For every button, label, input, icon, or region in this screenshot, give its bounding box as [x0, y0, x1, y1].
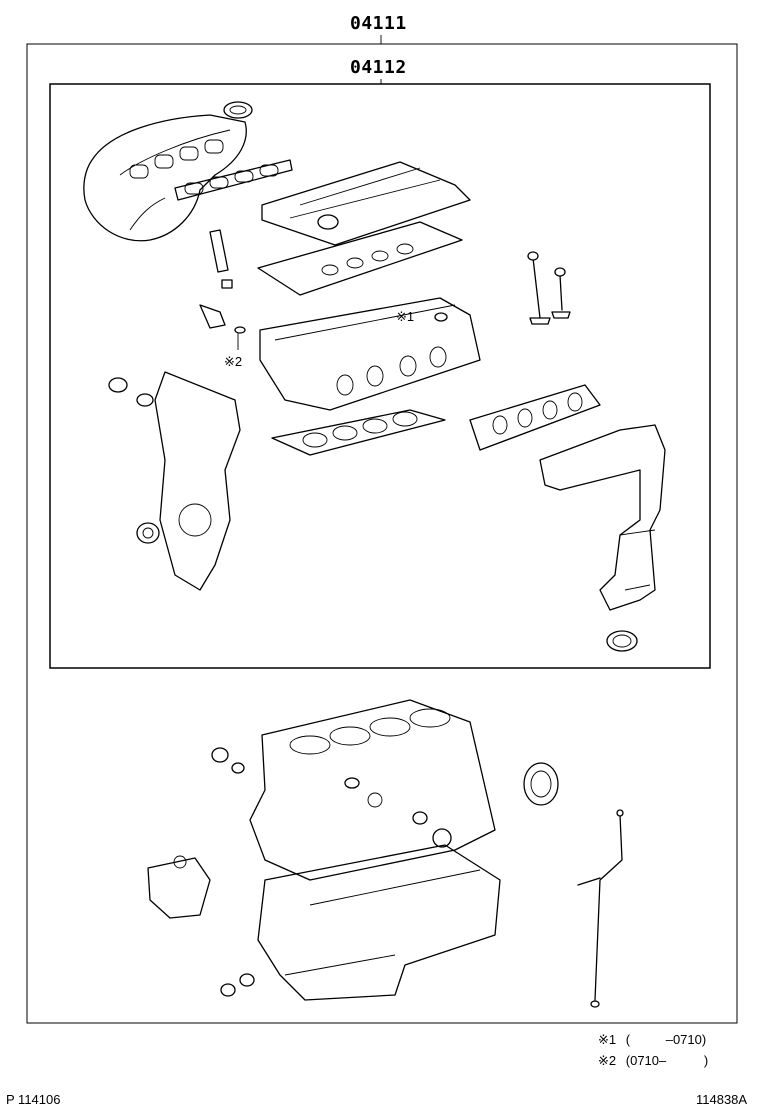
cylinder-block[interactable]	[249, 699, 496, 881]
page-reference: P 114106	[6, 1092, 61, 1107]
intake-manifold-gasket[interactable]	[174, 159, 293, 201]
lower-seals[interactable]	[211, 747, 255, 997]
note-1-range: –0710)	[665, 1032, 707, 1047]
callout-mark-2[interactable]: ※2	[224, 354, 243, 369]
note-1-mark: ※1	[598, 1032, 617, 1047]
cylinder-head-gasket[interactable]	[271, 409, 446, 456]
illustration-reference: 114838A	[696, 1092, 748, 1107]
cylinder-head[interactable]	[259, 297, 481, 411]
note-2-mark: ※2	[598, 1053, 617, 1068]
callout-mark-1[interactable]: ※1	[396, 309, 415, 324]
cylinder-head-cover[interactable]	[261, 161, 471, 246]
timing-cover-seals[interactable]	[108, 377, 154, 407]
inner-kit-part-number[interactable]: 04112	[350, 57, 407, 78]
intake-manifold[interactable]	[83, 114, 247, 242]
crank-front-oil-seal[interactable]	[136, 522, 160, 544]
exhaust-pipe-gasket[interactable]	[606, 630, 638, 652]
oil-pan[interactable]	[257, 844, 501, 1001]
note-2-close-paren: )	[703, 1053, 709, 1068]
head-cover-gasket[interactable]	[257, 221, 463, 296]
oil-dipstick[interactable]	[577, 809, 624, 1008]
sensor-assembly[interactable]	[199, 304, 246, 334]
water-pump[interactable]	[147, 855, 211, 919]
exhaust-manifold-converter[interactable]	[539, 424, 666, 611]
note-1-open-paren: (	[625, 1032, 631, 1047]
outer-kit-part-number[interactable]: 04111	[350, 13, 407, 34]
note-2-open-paren: (	[625, 1053, 631, 1068]
applicability-note-2: ※2 (0710– )	[598, 1053, 708, 1069]
exhaust-manifold-gasket[interactable]	[469, 384, 601, 451]
outer-kit-frame	[26, 43, 738, 1024]
throttle-body-gasket[interactable]	[223, 101, 253, 119]
valves[interactable]	[527, 251, 571, 325]
timing-chain-cover[interactable]	[154, 371, 241, 591]
seal-ring-1[interactable]	[434, 312, 448, 322]
applicability-note-1: ※1 ( –0710)	[598, 1032, 706, 1048]
fuel-injector[interactable]	[209, 229, 233, 289]
inner-kit-frame	[49, 83, 711, 669]
crank-rear-oil-seal[interactable]	[523, 762, 559, 806]
note-2-range: 0710–	[630, 1053, 667, 1068]
